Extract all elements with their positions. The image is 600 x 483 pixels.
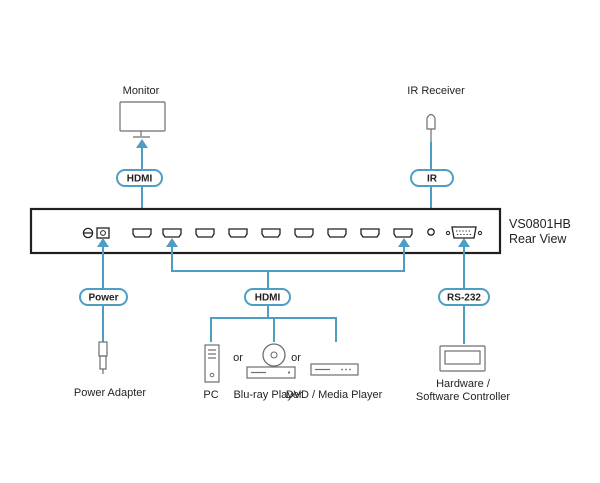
hdmi-input-arrow-right bbox=[398, 238, 410, 247]
rs232-tag: RS-232 bbox=[438, 288, 490, 306]
hdmi-output-label: HDMI bbox=[127, 174, 153, 185]
hdmi-output-port-icon bbox=[132, 228, 152, 238]
switch-rear-panel bbox=[29, 207, 502, 255]
ir-receiver-icon bbox=[426, 113, 436, 142]
hdmi-input-port-icon bbox=[162, 228, 182, 238]
controller-screen-icon bbox=[439, 345, 486, 372]
model-name: VS0801HB bbox=[509, 217, 571, 231]
power-adapter-icon bbox=[98, 341, 108, 374]
ir-jack-icon bbox=[427, 228, 435, 236]
or-text: or bbox=[291, 352, 301, 364]
power-adapter-label: Power Adapter bbox=[74, 387, 146, 399]
hdmi-input-tag: HDMI bbox=[244, 288, 291, 306]
dvd-media-player-label: DVD / Media Player bbox=[286, 389, 383, 401]
panel-view-label: Rear View bbox=[509, 232, 567, 246]
hardware-controller-label-line2: Software Controller bbox=[416, 391, 510, 403]
power-switch-icon bbox=[82, 227, 94, 239]
dvd-media-player-icon bbox=[310, 363, 359, 376]
rs232-label: RS-232 bbox=[447, 293, 481, 304]
hardware-controller-label-line1: Hardware / bbox=[436, 378, 491, 390]
rs232-port-icon bbox=[445, 226, 483, 239]
hdmi-input-port-icon bbox=[294, 228, 314, 238]
hdmi-input-port-icon bbox=[393, 228, 413, 238]
monitor-icon bbox=[119, 101, 166, 138]
power-tag: Power bbox=[79, 288, 128, 306]
hdmi-input-port-icon bbox=[195, 228, 215, 238]
power-jack-icon bbox=[96, 227, 110, 239]
hdmi-input-arrow-left bbox=[166, 238, 178, 247]
bluray-player-label: Blu-ray Player bbox=[233, 389, 302, 401]
hdmi-input-bus bbox=[171, 246, 405, 342]
pc-label: PC bbox=[203, 389, 218, 401]
hdmi-input-port-icon bbox=[360, 228, 380, 238]
hdmi-input-port-icon bbox=[327, 228, 347, 238]
bluray-player-icon bbox=[246, 343, 296, 379]
rs232-arrow bbox=[458, 238, 470, 247]
hdmi-input-port-icon bbox=[228, 228, 248, 238]
monitor-label: Monitor bbox=[123, 85, 160, 97]
hdmi-input-port-icon bbox=[261, 228, 281, 238]
pc-tower-icon bbox=[204, 344, 220, 383]
ir-label: IR bbox=[427, 174, 438, 185]
power-label: Power bbox=[88, 293, 118, 304]
power-arrow bbox=[97, 238, 109, 247]
or-text: or bbox=[233, 352, 243, 364]
ir-receiver-label: IR Receiver bbox=[407, 85, 465, 97]
hdmi-input-label: HDMI bbox=[255, 293, 281, 304]
ir-tag: IR bbox=[410, 169, 454, 187]
hdmi-output-arrow bbox=[136, 139, 148, 148]
hdmi-output-tag: HDMI bbox=[116, 169, 163, 187]
